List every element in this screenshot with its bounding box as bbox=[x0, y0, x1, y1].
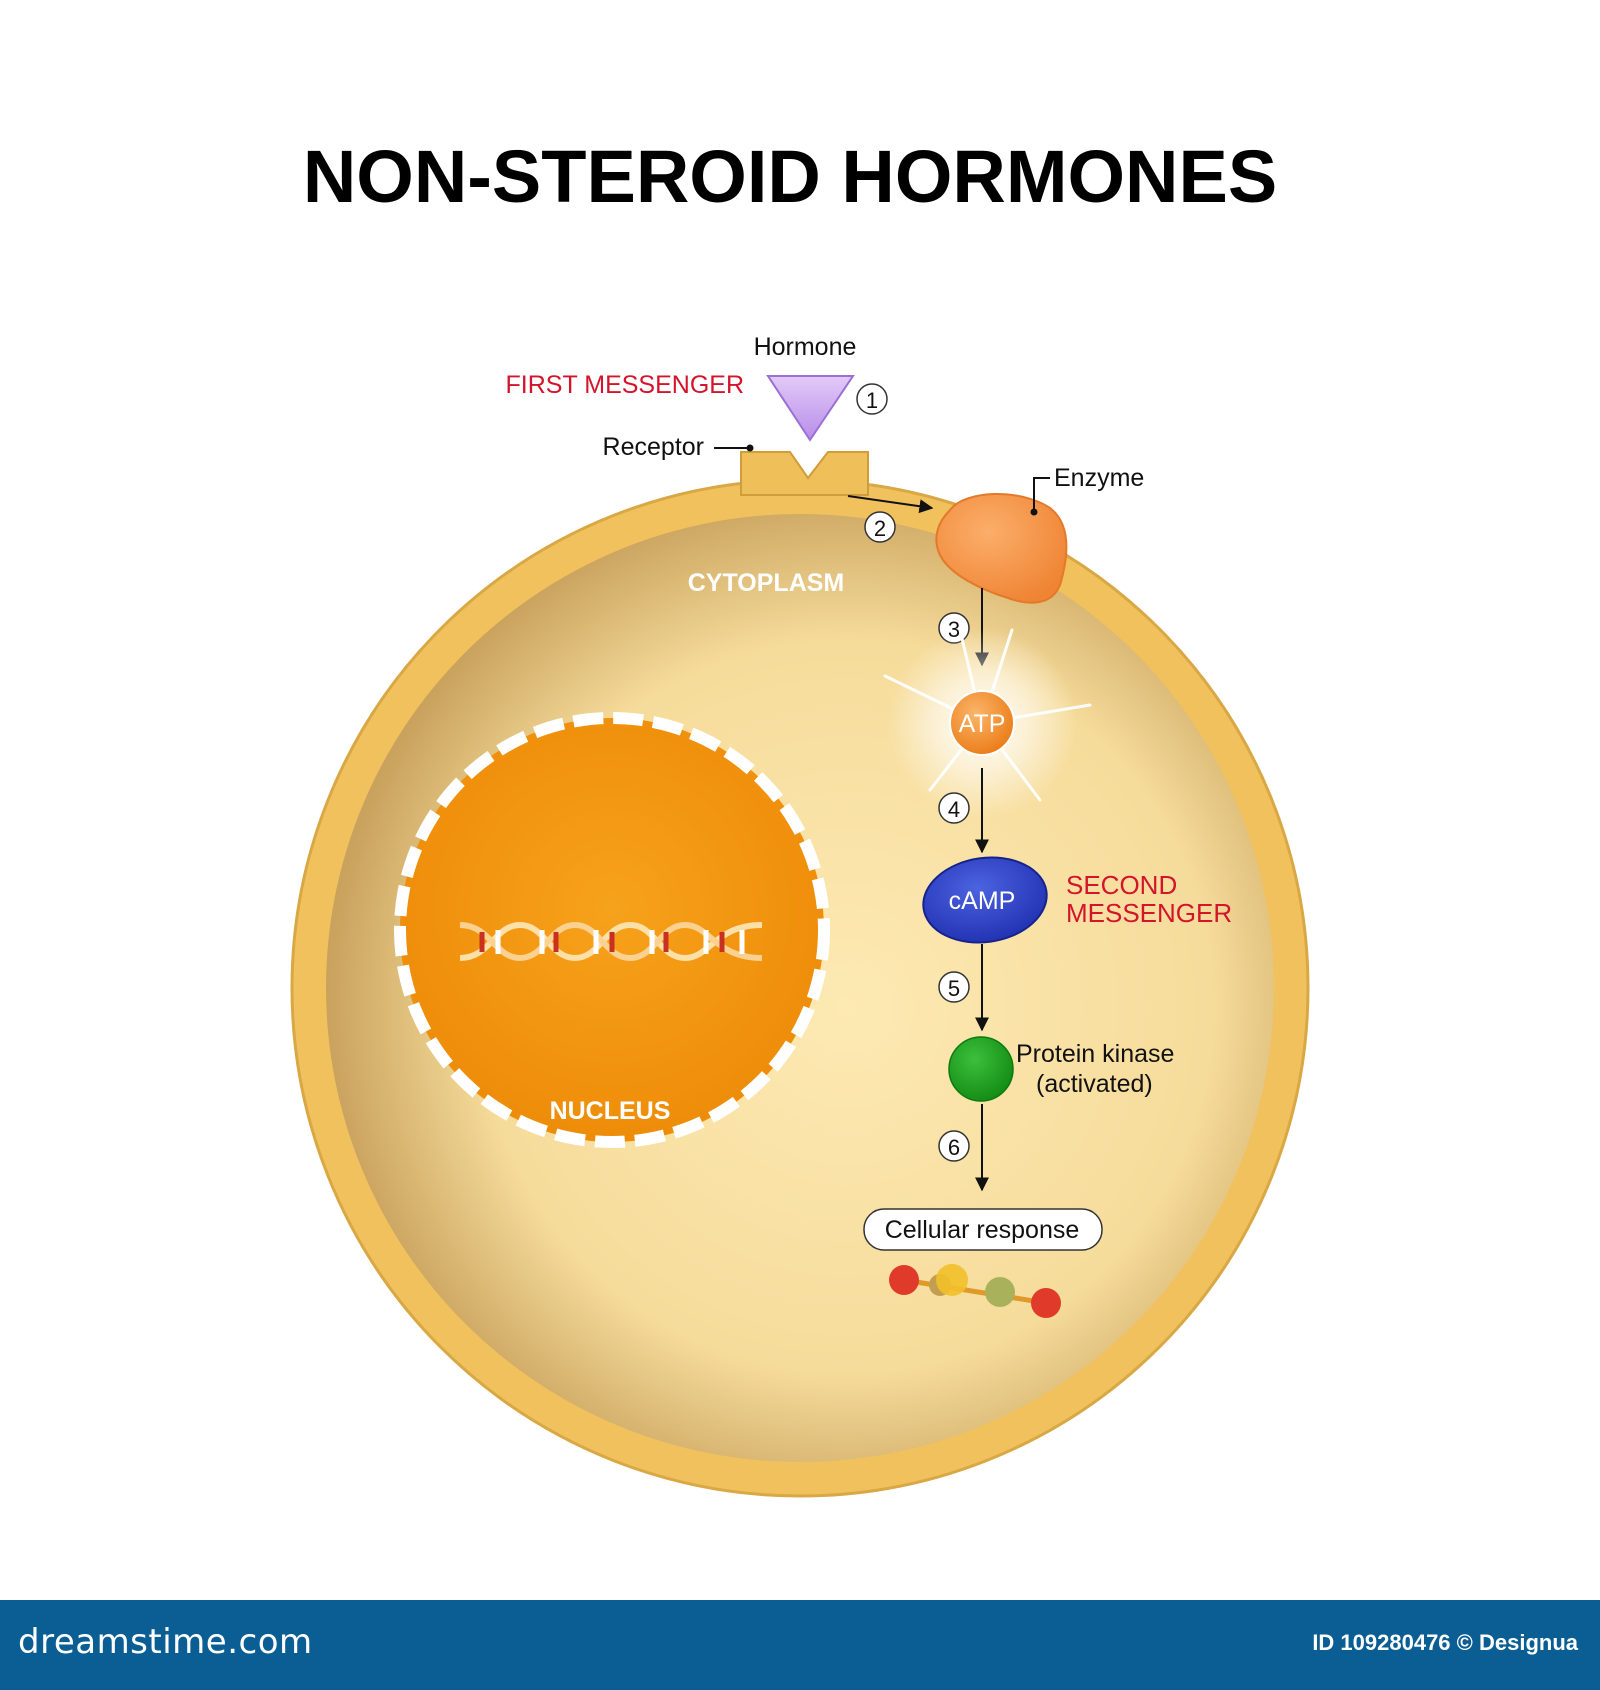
step-4-badge bbox=[938, 792, 970, 824]
cytoplasm-label: CYTOPLASM bbox=[688, 569, 845, 597]
protein-kinase-label-line1: Protein kinase bbox=[1016, 1040, 1174, 1068]
footer-bar: dreamstime.com ID 109280476 © Designua bbox=[0, 1600, 1600, 1690]
enzyme-leader-dot bbox=[1030, 508, 1038, 516]
camp-molecule bbox=[922, 856, 1048, 944]
atp-label: ATP bbox=[959, 710, 1006, 738]
step-1-badge bbox=[856, 383, 888, 415]
response-molecule-chain bbox=[889, 1264, 1061, 1318]
hormone-label: Hormone bbox=[754, 333, 857, 361]
step-6-number: 6 bbox=[948, 1135, 960, 1160]
atp-molecule bbox=[949, 690, 1015, 756]
receptor-label: Receptor bbox=[603, 433, 704, 461]
enzyme-label: Enzyme bbox=[1054, 464, 1144, 492]
step-5-number: 5 bbox=[948, 976, 960, 1001]
page-title: NON-STEROID HORMONES bbox=[303, 135, 1277, 218]
step-4-number: 4 bbox=[948, 797, 960, 822]
second-messenger-label-line1: SECOND bbox=[1066, 870, 1177, 900]
cellular-response-label: Cellular response bbox=[885, 1216, 1080, 1244]
cellular-response-box bbox=[863, 1208, 1103, 1251]
enzyme-shape bbox=[935, 492, 1068, 604]
dna-helix bbox=[459, 921, 763, 962]
protein-kinase-molecule bbox=[948, 1036, 1014, 1102]
footer-image-id: ID 109280476 © Designua bbox=[1312, 1630, 1578, 1655]
second-messenger-label-line2: MESSENGER bbox=[1066, 898, 1232, 928]
step-6-badge bbox=[938, 1130, 970, 1162]
receptor bbox=[740, 451, 869, 496]
step-1-number: 1 bbox=[866, 388, 878, 413]
nucleus-label: NUCLEUS bbox=[550, 1097, 671, 1125]
first-messenger-label: FIRST MESSENGER bbox=[506, 371, 744, 399]
step-2-badge bbox=[864, 511, 896, 543]
enzyme-leader-line bbox=[1033, 477, 1050, 510]
footer-logo: dreamstime.com bbox=[18, 1622, 313, 1662]
arrow-receptor-to-enzyme bbox=[847, 495, 934, 514]
receptor-leader-dot bbox=[746, 444, 754, 452]
camp-label: cAMP bbox=[949, 887, 1016, 915]
step-5-badge bbox=[938, 971, 970, 1003]
protein-kinase-label-line2: (activated) bbox=[1036, 1070, 1153, 1098]
step-2-number: 2 bbox=[874, 516, 886, 541]
hormone-triangle bbox=[766, 375, 855, 442]
